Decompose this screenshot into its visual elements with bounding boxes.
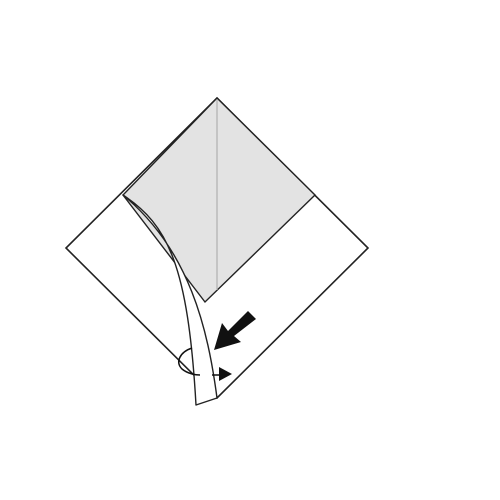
- push-arrow-shape: [214, 311, 256, 350]
- rotation-arrow-back-stroke: [178, 347, 201, 376]
- turn-over-rotate-icon: [178, 347, 232, 381]
- rotation-arrowhead: [219, 367, 232, 381]
- curled-flap: [122, 194, 218, 406]
- push-arrow-icon: [214, 311, 256, 350]
